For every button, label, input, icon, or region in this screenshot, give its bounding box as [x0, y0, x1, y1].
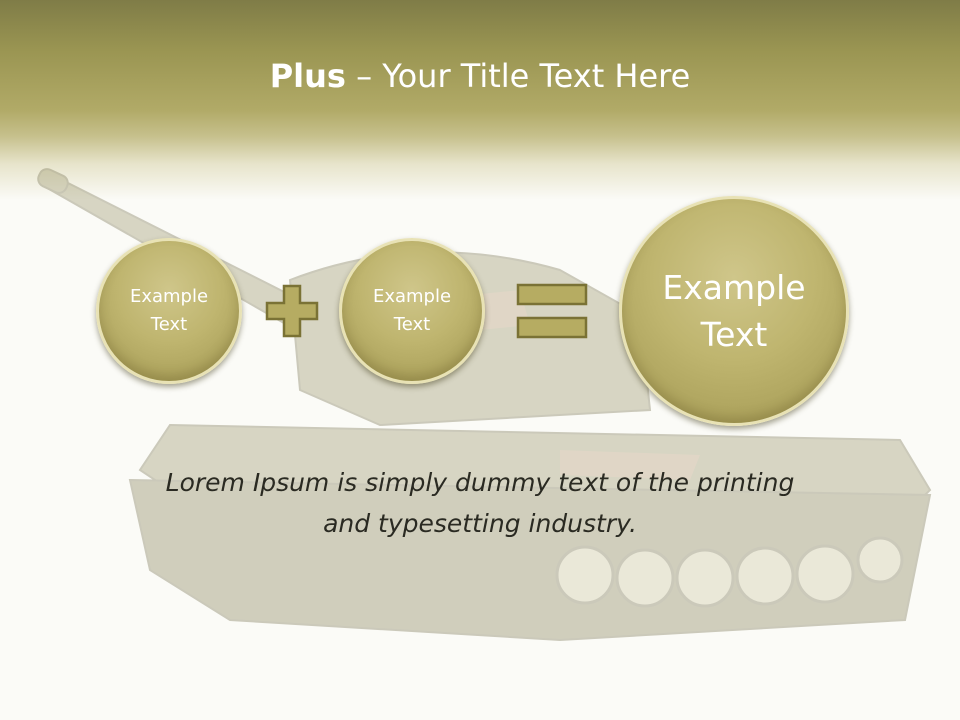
body-text: Lorem Ipsum is simply dummy text of the … — [165, 468, 795, 538]
example-circle-2: Example Text — [339, 238, 485, 384]
equals-icon — [516, 283, 588, 339]
slide-title: Plus – Your Title Text Here — [0, 52, 960, 100]
example-circle-1: Example Text — [96, 238, 242, 384]
tank-image — [37, 168, 932, 642]
example-circle-3: Example Text — [619, 196, 849, 426]
plus-icon — [265, 284, 319, 338]
title-rest-text: – Your Title Text Here — [345, 57, 691, 95]
title-bold-text: Plus — [269, 57, 346, 95]
header-band — [0, 0, 960, 200]
circle-2-label: Example Text — [372, 286, 452, 335]
circle-1-label: Example Text — [129, 286, 209, 335]
circle-3-label: Example Text — [662, 268, 806, 354]
